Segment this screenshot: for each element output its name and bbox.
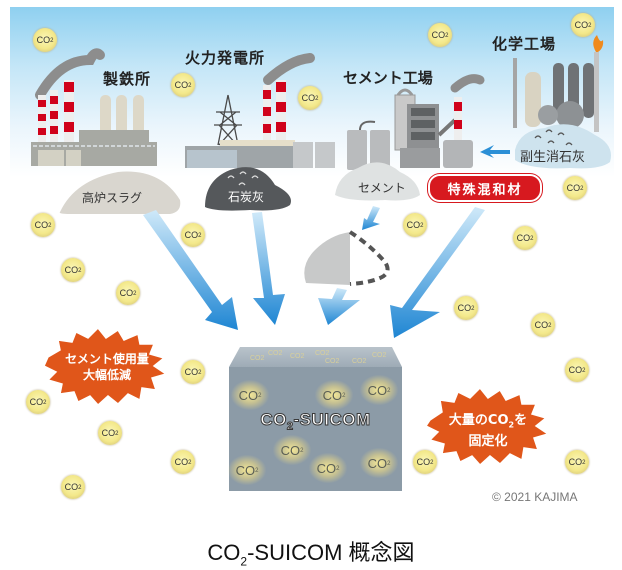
- material-label-cement: セメント: [358, 181, 406, 195]
- power-plant-illustration: [185, 53, 335, 168]
- smoke-icon: [450, 74, 485, 93]
- ash-particles: [227, 171, 259, 186]
- smoke-icon: [35, 48, 105, 100]
- arrow-icon: [480, 145, 510, 158]
- figure-caption: CO2-SUICOM 概念図: [207, 540, 415, 569]
- co2-molecule-small: CO2: [268, 350, 283, 357]
- material-label-lime: 副生消石灰: [520, 150, 586, 165]
- copyright-notice: © 2021 KAJIMA: [492, 490, 578, 504]
- facility-label-chemical: 化学工場: [492, 35, 557, 53]
- flow-arrows: [143, 206, 485, 338]
- lime-pile: [515, 124, 611, 169]
- lime-particles: [534, 129, 573, 146]
- co2-molecule-small: CO2: [372, 352, 387, 359]
- flame-icon: [593, 35, 604, 52]
- product-name-label: CO2-SUICOM: [260, 410, 371, 433]
- benefit-co2-fixation: 大量のCO2を 固定化: [432, 413, 544, 450]
- cement-plant-illustration: [347, 74, 485, 170]
- benefit-line: 固定化: [468, 433, 508, 449]
- steel-plant-illustration: [31, 48, 157, 166]
- coal-ash-pile: [205, 167, 291, 211]
- benefit-line: セメント使用量: [65, 352, 149, 366]
- reduced-cement-pile: [304, 232, 350, 285]
- chimney-icon: [38, 80, 74, 143]
- material-label-special-admixture: 特殊混和材: [428, 174, 542, 202]
- burst-left-shape: [43, 326, 168, 407]
- facility-label-cement: セメント工場: [343, 69, 433, 87]
- arrow-icon: [362, 206, 380, 230]
- chemical-plant-illustration: [513, 35, 604, 132]
- co2-molecule-small: CO2: [325, 358, 340, 365]
- material-label-slag: 高炉スラグ: [82, 191, 143, 205]
- co2-molecule-small: CO2: [315, 350, 330, 357]
- chimney-icon: [263, 80, 286, 140]
- slag-pile: [59, 171, 181, 214]
- co2-molecule-small: CO2: [250, 355, 265, 362]
- arrow-icon: [143, 210, 238, 330]
- facility-label-power: 火力発電所: [185, 49, 266, 67]
- burst-right-shape: [424, 386, 550, 467]
- smoke-icon: [263, 53, 315, 85]
- cement-pile: [335, 162, 420, 201]
- benefit-line: 大幅低減: [82, 368, 131, 382]
- arrow-icon: [252, 212, 285, 325]
- transmission-tower-icon: [214, 94, 242, 146]
- block-top-face: [229, 347, 402, 367]
- facility-label-steel: 製鉄所: [103, 70, 152, 88]
- co2-molecule-small: CO2: [290, 353, 305, 360]
- replaced-portion-outline: [348, 230, 390, 286]
- arrow-icon: [318, 288, 360, 325]
- arrow-icon: [390, 207, 485, 338]
- benefit-cement-reduction: セメント使用量 大幅低減: [52, 351, 162, 383]
- co2-molecule-small: CO2: [352, 358, 367, 365]
- benefit-line: 大量のCO2を: [448, 413, 528, 430]
- material-label-coal-ash: 石炭灰: [228, 190, 265, 204]
